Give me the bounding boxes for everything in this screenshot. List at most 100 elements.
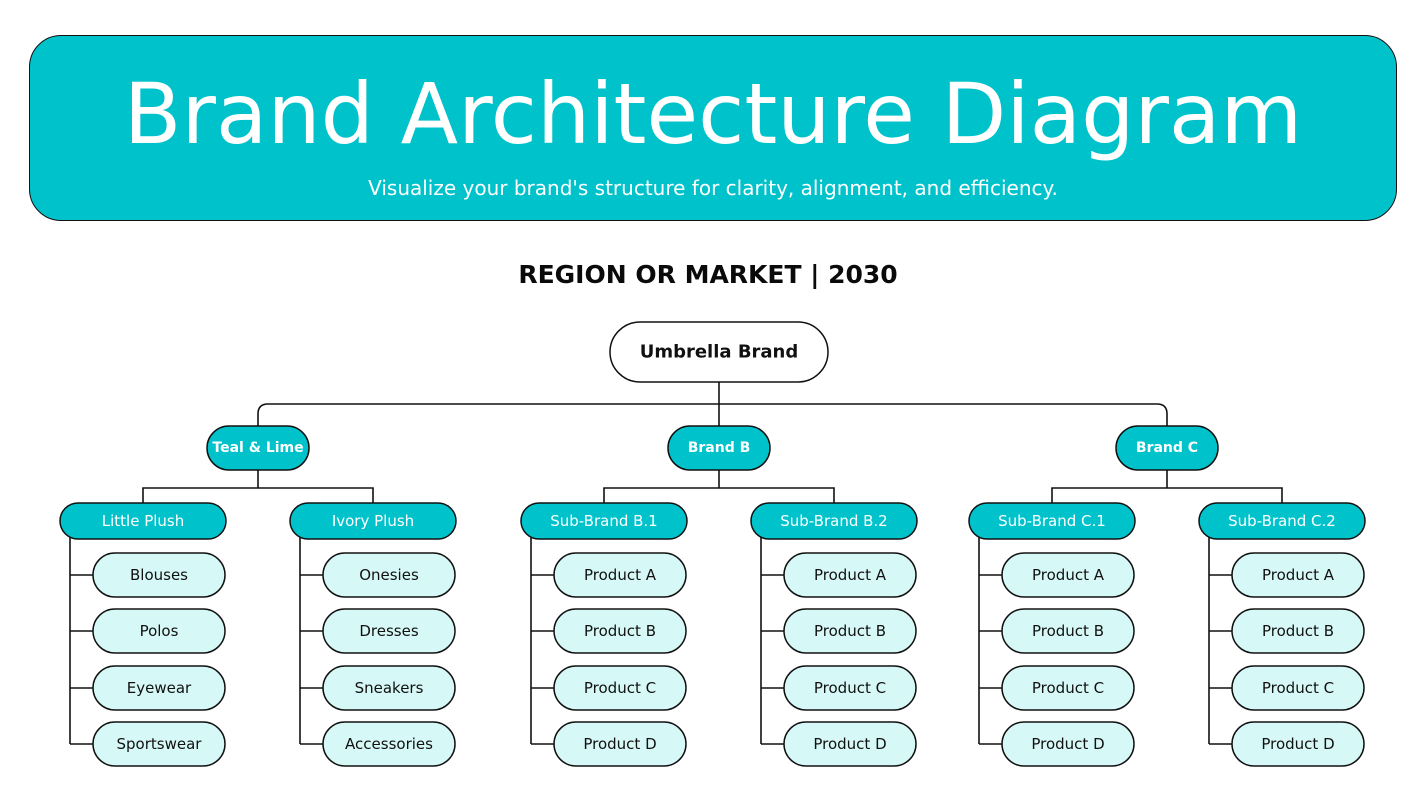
product-node-label: Product C — [814, 679, 886, 697]
page-subtitle: Visualize your brand's structure for cla… — [368, 176, 1058, 200]
product-node-label: Product A — [814, 566, 887, 584]
brand-0-bus — [142, 487, 374, 503]
brand-node: Brand C — [1115, 425, 1219, 471]
product-node: Product D — [1001, 721, 1135, 767]
brand-1-bus — [603, 487, 835, 503]
product-node-shape — [322, 721, 456, 767]
product-node-shape — [1001, 721, 1135, 767]
brand-node-label: Brand C — [1136, 440, 1198, 456]
sub-brand-node-shape — [520, 502, 688, 540]
section-heading: REGION OR MARKET | 2030 — [518, 260, 898, 289]
umbrella-brand-node-label: Umbrella Brand — [640, 342, 799, 363]
product-node-label: Blouses — [130, 566, 188, 584]
brand-node-shape — [1115, 425, 1219, 471]
sub-brand-node: Sub-Brand B.2 — [750, 502, 918, 540]
brand-node-shape — [667, 425, 771, 471]
product-node-label: Product C — [1262, 679, 1334, 697]
page-title: Brand Architecture Diagram — [123, 65, 1303, 163]
product-node: Product C — [1231, 665, 1365, 711]
product-node-label: Product B — [584, 622, 656, 640]
product-node: Product A — [1231, 552, 1365, 598]
sub-brand-node-label: Sub-Brand C.1 — [998, 512, 1106, 530]
product-node-shape — [553, 552, 687, 598]
sub-brand-node: Sub-Brand C.1 — [968, 502, 1136, 540]
sub-brand-node-shape — [750, 502, 918, 540]
sub-brand-node: Ivory Plush — [289, 502, 457, 540]
umbrella-brand-node-shape — [609, 321, 829, 383]
product-node: Product C — [783, 665, 917, 711]
product-node: Product C — [1001, 665, 1135, 711]
diagram-nodes: Little PlushBlousesPolosEyewearSportswea… — [59, 321, 1366, 767]
product-node-shape — [92, 721, 226, 767]
product-node-shape — [1001, 608, 1135, 654]
product-node-shape — [1231, 608, 1365, 654]
product-node-label: Product A — [584, 566, 657, 584]
product-node-label: Onesies — [359, 566, 419, 584]
product-node: Eyewear — [92, 665, 226, 711]
product-node: Product B — [1231, 608, 1365, 654]
sub-brand-node-label: Ivory Plush — [332, 512, 414, 530]
product-node-label: Sportswear — [117, 735, 203, 753]
product-node: Product B — [1001, 608, 1135, 654]
product-node-shape — [783, 552, 917, 598]
product-node-label: Product D — [583, 735, 656, 753]
product-node: Product A — [1001, 552, 1135, 598]
sub-brand-node: Sub-Brand B.1 — [520, 502, 688, 540]
product-node-label: Product B — [1262, 622, 1334, 640]
sub-brand-node-label: Sub-Brand C.2 — [1228, 512, 1336, 530]
product-node: Product C — [553, 665, 687, 711]
product-node-shape — [322, 665, 456, 711]
product-node: Blouses — [92, 552, 226, 598]
title-banner: Brand Architecture Diagram Visualize you… — [29, 35, 1397, 221]
brand-node-shape — [206, 425, 310, 471]
product-node-label: Polos — [140, 622, 179, 640]
product-node-shape — [783, 721, 917, 767]
product-node-shape — [783, 665, 917, 711]
product-node-label: Product A — [1032, 566, 1105, 584]
brand-2-bus — [1051, 487, 1283, 503]
product-node: Product A — [553, 552, 687, 598]
product-node-shape — [783, 608, 917, 654]
umbrella-bus — [257, 403, 1168, 426]
product-node-label: Product D — [1031, 735, 1104, 753]
product-node-label: Product B — [814, 622, 886, 640]
product-node-label: Accessories — [345, 735, 433, 753]
product-node-label: Product C — [584, 679, 656, 697]
product-node-shape — [1231, 552, 1365, 598]
product-node: Product B — [783, 608, 917, 654]
product-node: Product D — [553, 721, 687, 767]
product-node: Product D — [1231, 721, 1365, 767]
product-node-shape — [322, 552, 456, 598]
product-node-shape — [1231, 665, 1365, 711]
umbrella-brand-node: Umbrella Brand — [609, 321, 829, 383]
product-node-shape — [92, 665, 226, 711]
product-node-shape — [553, 608, 687, 654]
product-node-label: Product B — [1032, 622, 1104, 640]
product-node-label: Sneakers — [355, 679, 424, 697]
product-node: Sportswear — [92, 721, 226, 767]
connector-lines — [69, 382, 1283, 745]
product-node-shape — [553, 721, 687, 767]
product-node: Accessories — [322, 721, 456, 767]
product-node: Onesies — [322, 552, 456, 598]
product-node-shape — [1231, 721, 1365, 767]
product-node-label: Eyewear — [127, 679, 192, 697]
sub-brand-node-shape — [289, 502, 457, 540]
product-node-shape — [322, 608, 456, 654]
sub-brand-node: Sub-Brand C.2 — [1198, 502, 1366, 540]
brand-node: Teal & Lime — [206, 425, 310, 471]
product-node-label: Product D — [813, 735, 886, 753]
sub-brand-node-label: Sub-Brand B.1 — [550, 512, 657, 530]
brand-node-label: Brand B — [688, 440, 751, 456]
product-node: Polos — [92, 608, 226, 654]
product-node: Product A — [783, 552, 917, 598]
product-node-shape — [1001, 665, 1135, 711]
brand-node: Brand B — [667, 425, 771, 471]
brand-node-label: Teal & Lime — [212, 440, 303, 456]
product-node-shape — [553, 665, 687, 711]
product-node-shape — [92, 552, 226, 598]
product-node-shape — [1001, 552, 1135, 598]
sub-brand-node-shape — [59, 502, 227, 540]
product-node: Dresses — [322, 608, 456, 654]
